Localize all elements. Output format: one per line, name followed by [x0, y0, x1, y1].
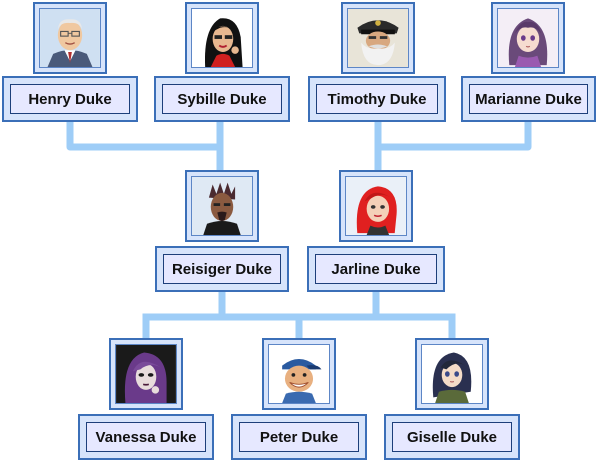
connector-henry-sybille [66, 118, 224, 151]
portrait-frame [262, 338, 336, 410]
name-label-box: Sybille Duke [154, 76, 290, 122]
anime-girl-dark-hair-portrait-icon [422, 345, 482, 403]
person-name: Marianne Duke [469, 84, 588, 114]
cartoon-man-cap-portrait-icon [269, 345, 329, 403]
person-name: Peter Duke [239, 422, 359, 452]
elderly-man-glasses-portrait-icon [40, 9, 100, 67]
name-label-box: Peter Duke [231, 414, 367, 460]
connector-reisiger-jarline [218, 286, 380, 321]
person-name: Giselle Duke [392, 422, 512, 452]
portrait-frame [341, 2, 415, 74]
name-label-box: Jarline Duke [307, 246, 445, 292]
name-label-box: Henry Duke [2, 76, 138, 122]
man-spiky-hair-goatee-portrait-icon [192, 177, 252, 235]
portrait-frame [109, 338, 183, 410]
person-name: Reisiger Duke [163, 254, 281, 284]
portrait-frame [339, 170, 413, 242]
person-name: Vanessa Duke [86, 422, 206, 452]
name-label-box: Reisiger Duke [155, 246, 289, 292]
portrait-frame [491, 2, 565, 74]
woman-black-hair-sunglasses-portrait-icon [192, 9, 252, 67]
person-name: Sybille Duke [162, 84, 282, 114]
connector-timothy-marianne [374, 118, 532, 151]
name-label-box: Giselle Duke [384, 414, 520, 460]
portrait-frame [185, 170, 259, 242]
anime-girl-purple-hair-portrait-icon [498, 9, 558, 67]
name-label-box: Marianne Duke [461, 76, 596, 122]
portrait-frame [33, 2, 107, 74]
person-name: Henry Duke [10, 84, 130, 114]
name-label-box: Timothy Duke [308, 76, 446, 122]
goth-girl-purple-hair-portrait-icon [116, 345, 176, 403]
old-captain-white-beard-portrait-icon [348, 9, 408, 67]
woman-red-hair-portrait-icon [346, 177, 406, 235]
portrait-frame [415, 338, 489, 410]
person-name: Jarline Duke [315, 254, 437, 284]
name-label-box: Vanessa Duke [78, 414, 214, 460]
portrait-frame [185, 2, 259, 74]
person-name: Timothy Duke [316, 84, 438, 114]
